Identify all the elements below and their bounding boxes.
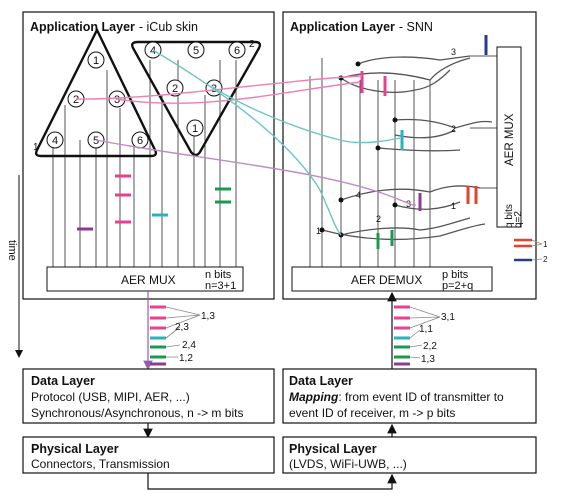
app-left-subtitle: - iCub skin: [139, 20, 198, 34]
right-p-bits-eq: p=2+q: [442, 280, 473, 292]
aer-demux-box: [291, 266, 493, 292]
left-stream-leaders: [165, 306, 201, 358]
tri2-label-6: 6: [234, 45, 240, 57]
tri2-label-4: 4: [150, 45, 156, 57]
tri1-label-2: 2: [73, 94, 79, 106]
tri2-label-2: 2: [172, 83, 178, 95]
data-right-title: Data Layer: [289, 374, 353, 388]
left-stream-label-3: 2,4: [182, 340, 196, 351]
vertical-aer-mux-box: [496, 46, 522, 228]
q-bits-label: q bits: [504, 204, 515, 228]
left-stream-spikes: [150, 305, 166, 366]
snn-synapse-dots: [319, 61, 398, 238]
app-right-subtitle: - SNN: [399, 20, 433, 34]
aer-mux-box: [46, 266, 244, 292]
right-p-bits-label: p bits: [442, 269, 469, 281]
q-output-leaders: [531, 239, 543, 261]
right-stream-label-1: 3,1: [441, 312, 455, 323]
left-fiber-lines: [52, 60, 237, 268]
phys-right-line1: (LVDS, WiFi-UWB, ...): [289, 457, 407, 471]
phys-left-title: Physical Layer: [31, 442, 119, 456]
neuron-out-label-3: 3: [451, 47, 456, 57]
data-left-line1: Protocol (USB, MIPI, AER, ...): [31, 390, 190, 404]
app-right-title: Application Layer: [290, 20, 395, 34]
app-left-title: Application Layer: [30, 20, 135, 34]
tri1-label-3: 3: [114, 94, 120, 106]
neuron-label-2: 2: [376, 214, 381, 224]
time-label: time: [6, 240, 18, 261]
app-layer-right-box: [282, 11, 537, 300]
snn-output-lines: [470, 55, 497, 189]
q-eq-label: q=2: [513, 211, 524, 228]
app-right-title-group: Application Layer - SNN: [290, 20, 433, 34]
physical-layer-right-box: [282, 436, 537, 474]
data-left-line2: Synchronous/Asynchronous, n -> m bits: [31, 406, 243, 420]
left-stream-labels: 1,3 2,3 2,4 1,2: [175, 311, 215, 364]
snn-neurons: [321, 55, 493, 241]
tri2-corner-label: 2: [249, 39, 255, 50]
tri2-label-1: 1: [192, 123, 198, 135]
q-output-stream: [514, 238, 532, 262]
tri2-label-5: 5: [193, 45, 199, 57]
neuron-label-4: 4: [356, 190, 361, 200]
app-left-title-group: Application Layer - iCub skin: [30, 20, 198, 34]
tri1-taxel-labels: 1 2 3 4 5 6: [52, 55, 143, 147]
tri1-label-4: 4: [52, 135, 58, 147]
left-n-bits-label: n bits: [205, 269, 232, 281]
tri1-taxels: [46, 51, 149, 149]
left-stream-label-4: 1,2: [179, 353, 193, 364]
left-n-bits-eq: n=3+1: [205, 280, 236, 292]
right-stream-label-3: 2,2: [423, 341, 437, 352]
data-right-line1-group: Mapping: from event ID of transmitter to: [289, 390, 504, 404]
right-stream-leaders: [409, 306, 441, 359]
left-event-spikes: [77, 174, 231, 231]
left-stream-label-1: 1,3: [201, 311, 215, 322]
tri1-corner-label: 1: [33, 142, 39, 153]
right-stream-label-4: 1,3: [421, 354, 435, 365]
right-stream-label-2: 1,1: [419, 324, 433, 335]
skin-patch-triangle-2: [130, 40, 262, 157]
right-stream-labels: 3,1 1,1 2,2 1,3: [419, 312, 455, 365]
phys-right-title: Physical Layer: [289, 442, 377, 456]
mapping-word: Mapping: [289, 390, 339, 404]
data-layer-left-box: [22, 368, 275, 424]
aer-mux-label: AER MUX: [121, 273, 176, 287]
right-stream-spikes: [394, 305, 410, 366]
tri1-label-1: 1: [93, 55, 99, 67]
cross-mapping-curves: [75, 49, 417, 236]
tri1-label-5: 5: [93, 135, 99, 147]
aer-demux-label: AER DEMUX: [351, 273, 422, 287]
physical-link-arrow: [147, 473, 397, 490]
q-out-label-2: 2: [543, 255, 548, 264]
skin-patch-triangle-1: [34, 27, 158, 158]
neuron-label-1: 1: [316, 226, 321, 236]
neuron-out-label-1: 1: [451, 201, 456, 211]
tri1-label-6: 6: [137, 135, 143, 147]
vertical-aer-mux-label: AER MUX: [504, 113, 516, 166]
q-out-label-1: 1: [543, 240, 548, 249]
data-right-line1: : from event ID of transmitter to: [338, 390, 504, 404]
left-stream-label-2: 2,3: [175, 322, 189, 333]
physical-layer-left-box: [22, 436, 275, 474]
data-right-line2: event ID of receiver, m -> p bits: [289, 406, 455, 420]
data-left-title: Data Layer: [31, 374, 95, 388]
neuron-out-label-2: 2: [451, 124, 456, 134]
right-event-spikes: [360, 35, 488, 249]
data-layer-right-box: [282, 368, 537, 424]
phys-left-line1: Connectors, Transmission: [31, 457, 170, 471]
